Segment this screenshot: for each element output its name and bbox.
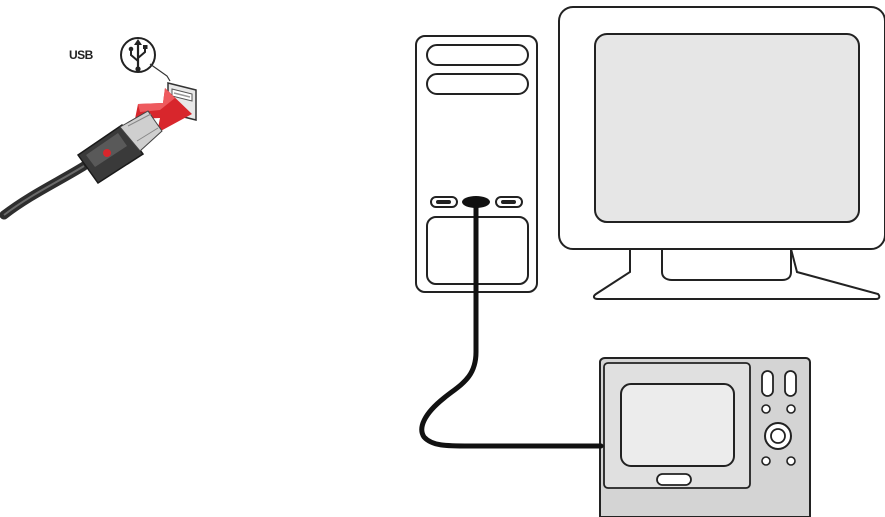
remote-home-button xyxy=(656,473,692,486)
monitor-icon xyxy=(558,6,885,300)
drive-bay-top xyxy=(426,44,529,66)
usb-cable xyxy=(419,202,604,449)
usb-insert-detail: USB xyxy=(0,37,197,220)
drive-bay-bottom xyxy=(426,73,529,95)
monitor-neck xyxy=(661,246,792,281)
usb-trident-icon xyxy=(120,37,156,73)
remote-touch-screen xyxy=(620,383,735,467)
remote-rocker-left xyxy=(761,370,774,397)
insert-arrow-icon xyxy=(135,88,192,133)
remote-button-tr xyxy=(786,404,796,414)
monitor-screen xyxy=(594,33,860,223)
usb-port-label: USB xyxy=(69,48,94,62)
usb-port-connected xyxy=(462,196,490,208)
leader-line xyxy=(149,63,171,82)
universal-remote-icon xyxy=(599,357,811,517)
remote-button-tl xyxy=(761,404,771,414)
remote-ok-button xyxy=(770,428,786,444)
remote-button-bl xyxy=(761,456,771,466)
remote-rocker-right xyxy=(784,370,797,397)
usb-plug-icon xyxy=(0,110,163,220)
remote-button-br xyxy=(786,456,796,466)
